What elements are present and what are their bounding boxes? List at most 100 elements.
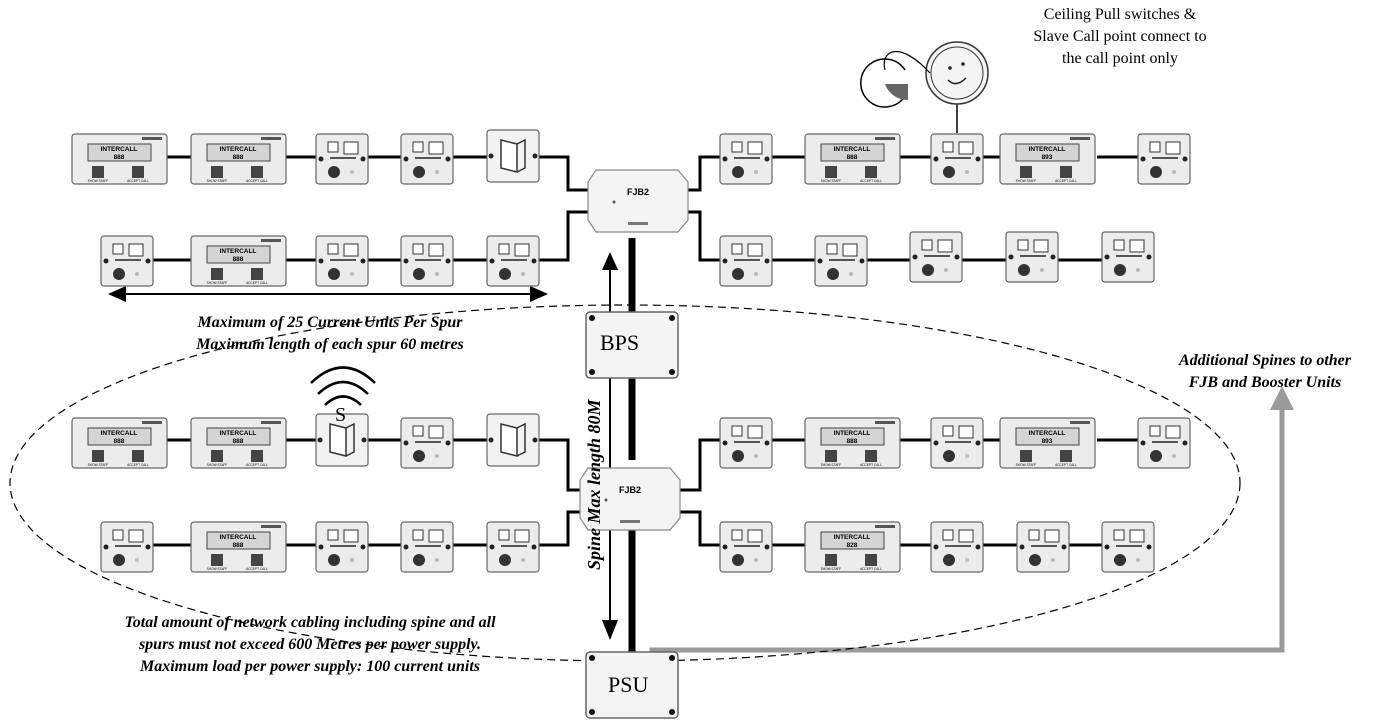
fjb2-junction-box: [587, 169, 689, 233]
accept-call-button-label: ACCEPT CALL: [246, 179, 268, 183]
call-point-unit: [909, 231, 963, 283]
show-staff-button-label: SHOW STAFF: [207, 281, 228, 285]
fjb2-label: FJB2: [627, 187, 649, 197]
display-brand-text: INTERCALL: [220, 248, 257, 255]
cabling-note-line-2: spurs must not exceed 600 Metres per pow…: [138, 636, 482, 653]
display-digits-text: 893: [1042, 438, 1053, 445]
call-point-unit: [930, 133, 984, 185]
spur-note: Maximum of 25 Current Units Per Spur Max…: [120, 312, 540, 356]
display-digits-text: 888: [114, 154, 125, 161]
ceiling-pull-switch-icon: [860, 41, 989, 133]
door-unit: [486, 413, 540, 467]
call-point-unit: [1137, 417, 1191, 469]
show-staff-button-label: SHOW STAFF: [821, 179, 842, 183]
additional-note-line-2: FJB and Booster Units: [1188, 374, 1342, 391]
display-digits-text: 888: [233, 542, 244, 549]
display-brand-text: INTERCALL: [220, 146, 257, 153]
psu-box: [585, 651, 679, 719]
display-digits-text: 888: [114, 438, 125, 445]
show-staff-button-label: SHOW STAFF: [1016, 179, 1037, 183]
accept-call-button-label: ACCEPT CALL: [1055, 179, 1077, 183]
accept-call-button-label: ACCEPT CALL: [860, 567, 882, 571]
call-point-unit: [400, 521, 454, 573]
psu-label: PSU: [608, 672, 649, 697]
call-point-unit: [1101, 231, 1155, 283]
display-brand-text: INTERCALL: [834, 430, 871, 437]
call-point-unit: [400, 235, 454, 287]
show-staff-button-label: SHOW STAFF: [1016, 463, 1037, 467]
accept-call-button-label: ACCEPT CALL: [860, 179, 882, 183]
display-brand-text: INTERCALL: [101, 430, 138, 437]
display-brand-text: INTERCALL: [220, 534, 257, 541]
call-point-unit: [315, 133, 369, 185]
call-point-unit: [719, 417, 773, 469]
call-point-unit: [486, 521, 540, 573]
display-brand-text: INTERCALL: [834, 534, 871, 541]
call-point-unit: [814, 235, 868, 287]
display-brand-text: INTERCALL: [220, 430, 257, 437]
ceiling-note-line-3: the call point only: [1062, 50, 1178, 67]
call-point-unit: [1005, 231, 1059, 283]
ceiling-note-line-1: Ceiling Pull switches &: [1043, 6, 1197, 23]
display-brand-text: INTERCALL: [834, 146, 871, 153]
accept-call-button-label: ACCEPT CALL: [860, 463, 882, 467]
display-digits-text: 888: [847, 154, 858, 161]
cabling-note-line-3: Maximum load per power supply: 100 curre…: [139, 658, 481, 675]
display-brand-text: INTERCALL: [1029, 146, 1066, 153]
call-point-unit: [930, 417, 984, 469]
wireless-signal-icon: [310, 366, 376, 406]
display-digits-text: 828: [847, 542, 858, 549]
call-point-unit: [719, 235, 773, 287]
fjb2-label: FJB2: [619, 485, 641, 495]
call-point-unit: [315, 521, 369, 573]
accept-call-button-label: ACCEPT CALL: [246, 463, 268, 467]
accept-call-button-label: ACCEPT CALL: [127, 463, 149, 467]
call-point-unit: [1101, 521, 1155, 573]
display-digits-text: 888: [233, 154, 244, 161]
accept-call-button-label: ACCEPT CALL: [246, 567, 268, 571]
call-point-unit: [315, 235, 369, 287]
show-staff-button-label: SHOW STAFF: [821, 463, 842, 467]
additional-note-line-1: Additional Spines to other: [1178, 352, 1352, 369]
call-point-unit: [1137, 133, 1191, 185]
display-brand-text: INTERCALL: [1029, 430, 1066, 437]
spur-note-line-1: Maximum of 25 Current Units Per Spur: [197, 314, 463, 331]
call-point-unit: [1016, 521, 1070, 573]
accept-call-button-label: ACCEPT CALL: [1055, 463, 1077, 467]
display-digits-text: 888: [233, 438, 244, 445]
display-digits-text: 893: [1042, 154, 1053, 161]
bps-label: BPS: [600, 330, 640, 355]
additional-note: Additional Spines to other FJB and Boost…: [1140, 350, 1390, 394]
power-supply-boundary: [9, 304, 1241, 662]
accept-call-button-label: ACCEPT CALL: [127, 179, 149, 183]
accept-call-button-label: ACCEPT CALL: [246, 281, 268, 285]
call-point-unit: [400, 133, 454, 185]
display-digits-text: 888: [847, 438, 858, 445]
call-point-unit: [100, 521, 154, 573]
show-staff-button-label: SHOW STAFF: [88, 179, 109, 183]
top-right-spur-cables: [680, 155, 1140, 262]
show-staff-button-label: SHOW STAFF: [207, 567, 228, 571]
wireless-symbol-label: S: [335, 404, 347, 426]
bottom-right-spur-cables: [680, 438, 1140, 547]
call-point-unit: [400, 417, 454, 469]
display-brand-text: INTERCALL: [101, 146, 138, 153]
call-point-unit: [100, 235, 154, 287]
spur-note-line-2: Maximum length of each spur 60 metres: [196, 336, 464, 353]
call-point-unit: [930, 521, 984, 573]
show-staff-button-label: SHOW STAFF: [88, 463, 109, 467]
cabling-note: Total amount of network cabling includin…: [40, 612, 580, 678]
show-staff-button-label: SHOW STAFF: [207, 179, 228, 183]
door-unit: [486, 129, 540, 183]
show-staff-button-label: SHOW STAFF: [821, 567, 842, 571]
spur-length-arrow: [108, 286, 548, 302]
call-point-unit: [719, 133, 773, 185]
call-point-unit: [719, 521, 773, 573]
cabling-note-line-1: Total amount of network cabling includin…: [124, 614, 496, 631]
ceiling-note-line-2: Slave Call point connect to: [1033, 28, 1207, 45]
display-digits-text: 888: [233, 256, 244, 263]
show-staff-button-label: SHOW STAFF: [207, 463, 228, 467]
spine-length-label: Spine Max length 80M: [584, 399, 604, 570]
